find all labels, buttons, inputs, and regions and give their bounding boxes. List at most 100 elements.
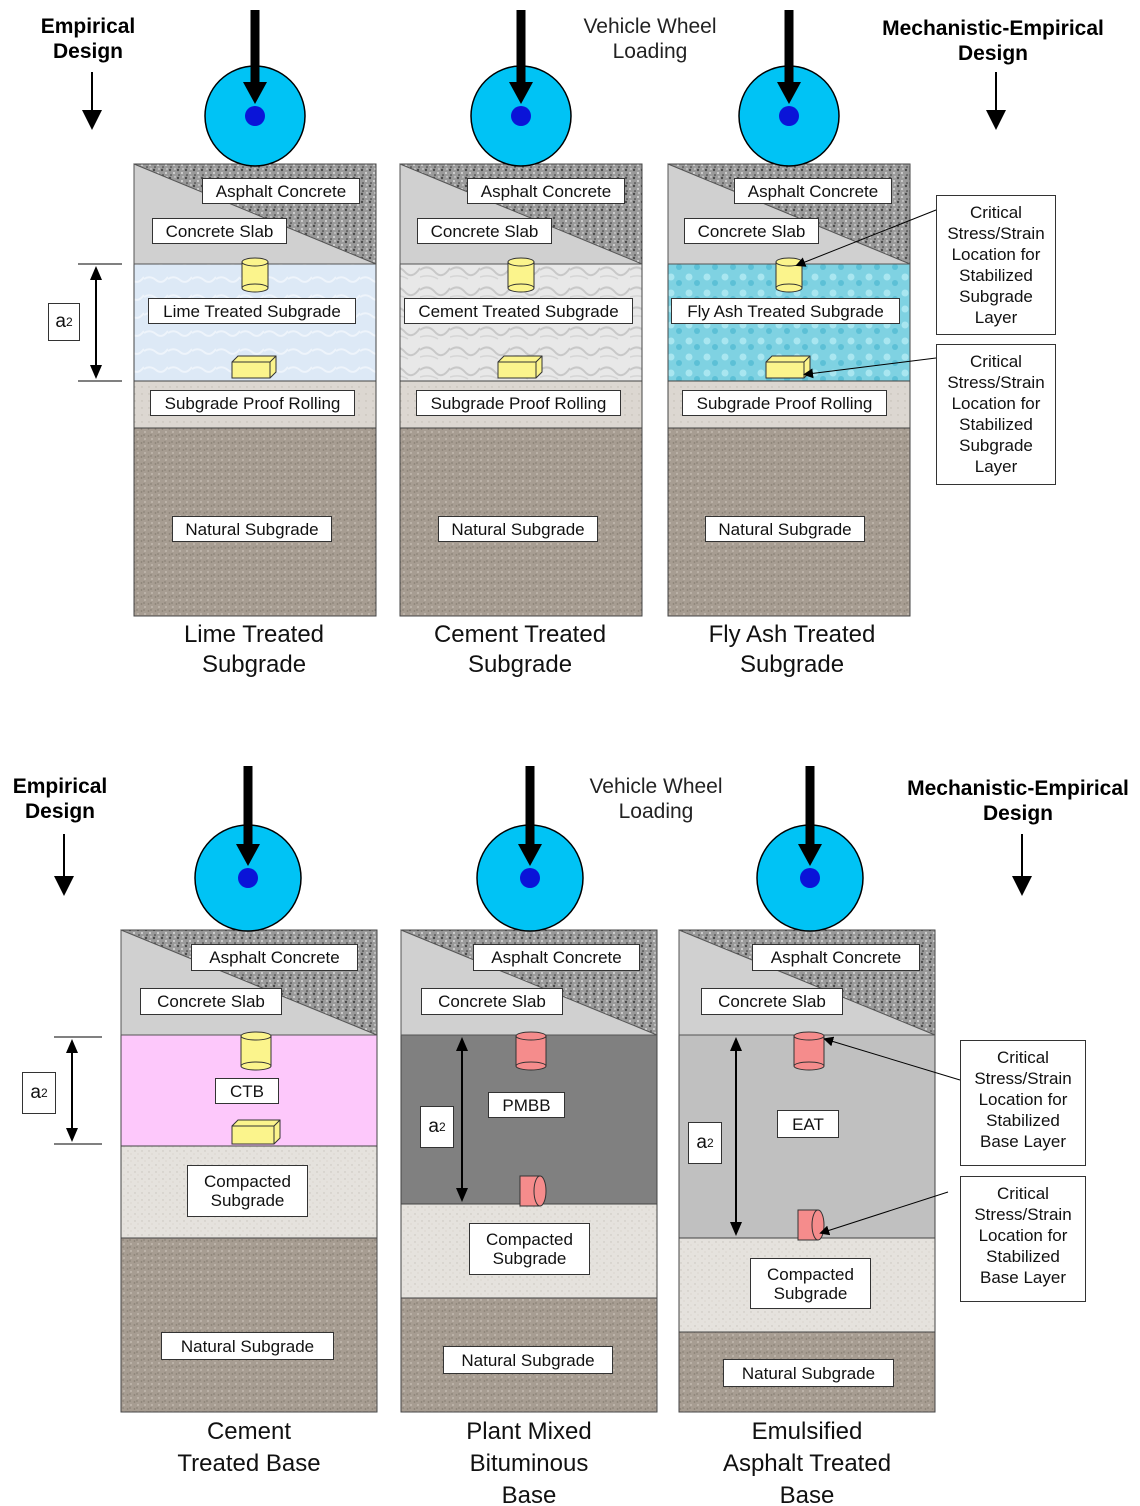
pressure-cell-bottom [240,1061,272,1071]
dimension-arrow-down [456,1188,468,1202]
pressure-cell [793,1035,825,1067]
pressure-cell-face [533,1175,547,1207]
callout-line [819,1191,949,1236]
strain-gauge [765,355,811,379]
natural-subgrade-label: Natural Subgrade [705,516,865,542]
callout-line [803,357,937,379]
strain-gauge-edge [232,355,277,378]
wheel-hub [238,868,258,888]
pressure-cell-bottom [241,283,269,293]
concrete-slab-label: Concrete Slab [417,218,552,244]
treated-subgrade-label: Cement Treated Subgrade [404,298,633,324]
natural-subgrade-label: Natural Subgrade [443,1346,613,1374]
proof-rolling-label: Subgrade Proof Rolling [682,390,887,416]
proof-rolling-label: Subgrade Proof Rolling [150,390,355,416]
natural-subgrade-label: Natural Subgrade [161,1332,334,1360]
concrete-slab-label: Concrete Slab [684,218,819,244]
dimension-arrow-down [90,365,102,379]
asphalt-concrete-label: Asphalt Concrete [191,944,358,971]
load-arrow-head [243,82,267,104]
callout-line [795,209,937,267]
callout-line [823,1036,961,1081]
pressure-cell-bottom [775,283,803,293]
dimension-arrow-up [66,1039,78,1053]
pressure-cell-top [507,257,535,267]
pressure-cell [240,1035,272,1067]
treated-subgrade-label: Fly Ash Treated Subgrade [671,298,900,324]
dimension-arrow-down [66,1128,78,1142]
proof-rolling-label: Subgrade Proof Rolling [416,390,621,416]
pressure-cell-top [775,257,803,267]
dimension-arrow-down [730,1222,742,1236]
load-arrow-head [777,82,801,104]
wheel-hub [511,106,531,126]
natural-subgrade-label: Natural Subgrade [438,516,598,542]
load-arrow-head [236,844,260,866]
asphalt-concrete-label: Asphalt Concrete [734,178,892,204]
wheel-hub [779,106,799,126]
asphalt-concrete-label: Asphalt Concrete [202,178,360,204]
concrete-slab-label: Concrete Slab [701,988,843,1015]
pressure-cell-top [241,257,269,267]
load-arrow-head [518,844,542,866]
base-layer-label: EAT [777,1110,839,1138]
pressure-cell [515,1035,547,1067]
concrete-slab-label: Concrete Slab [140,988,282,1015]
dimension-arrow-up [730,1037,742,1051]
natural-subgrade-label: Natural Subgrade [723,1359,894,1387]
strain-gauge [497,355,543,379]
base-layer-label: PMBB [488,1092,565,1118]
concrete-slab-label: Concrete Slab [152,218,287,244]
pressure-cell-top [515,1031,547,1041]
asphalt-concrete-label: Asphalt Concrete [467,178,625,204]
strain-gauge-edge [498,355,543,378]
asphalt-concrete-label: Asphalt Concrete [473,944,640,971]
load-arrow-head [509,82,533,104]
asphalt-concrete-label: Asphalt Concrete [752,944,920,971]
wheel-hub [520,868,540,888]
pressure-cell-bottom [507,283,535,293]
load-arrow-head [798,844,822,866]
natural-subgrade-label: Natural Subgrade [172,516,332,542]
strain-gauge-edge [232,1119,281,1144]
dimension-arrow-up [456,1037,468,1051]
base-layer-label: CTB [215,1078,279,1104]
pressure-cell-top [793,1031,825,1041]
strain-gauge [231,355,277,379]
pressure-cell-top [240,1031,272,1041]
wheel-hub [800,868,820,888]
pressure-cell-bottom [793,1061,825,1071]
strain-gauge [231,1119,281,1145]
natural-subgrade-layer [120,1237,378,1413]
pressure-cell-face [811,1209,825,1241]
concrete-slab-label: Concrete Slab [421,988,563,1015]
pressure-cell-bottom [515,1061,547,1071]
dimension-arrow-up [90,266,102,280]
treated-subgrade-label: Lime Treated Subgrade [148,298,356,324]
wheel-hub [245,106,265,126]
